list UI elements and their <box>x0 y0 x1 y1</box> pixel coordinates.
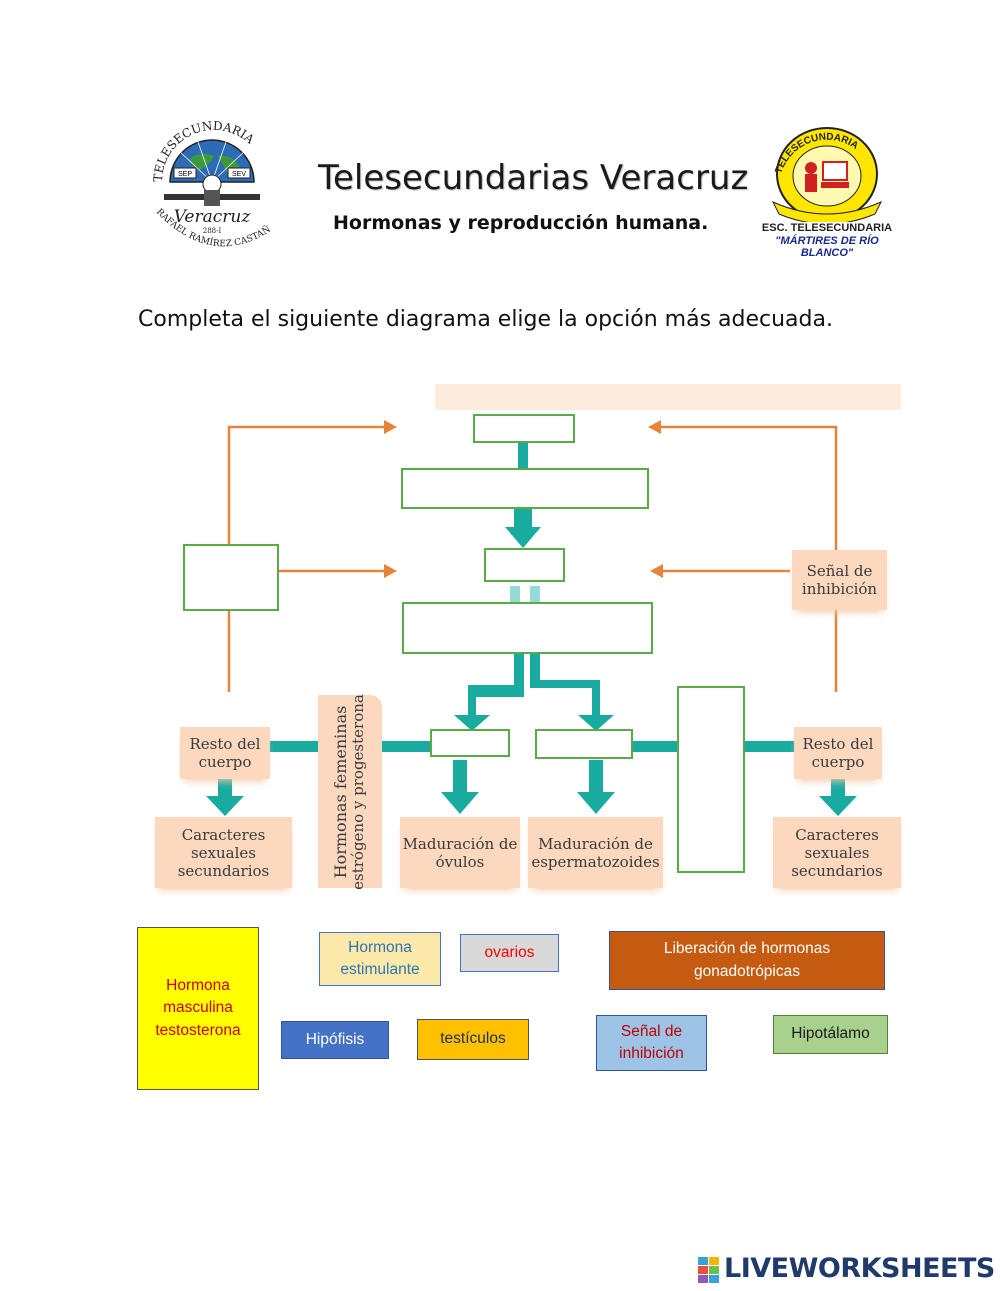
blank-box-testicles[interactable] <box>535 729 633 759</box>
page-title: Telesecundarias Veracruz <box>318 158 749 198</box>
blank-box-stimulating-hormone[interactable] <box>402 602 653 654</box>
arrowhead-left-mid <box>650 564 663 578</box>
school-name-line2: "MÁRTIRES DE RÍO BLANCO" <box>775 235 879 259</box>
school-logo: TELESECUNDARIA <box>763 122 891 250</box>
option-testosterone[interactable]: Hormona masculina testosterona <box>137 927 259 1090</box>
teal-stem-2 <box>514 507 532 527</box>
teal-bar-4 <box>742 741 794 752</box>
teal-bar-2 <box>382 741 430 752</box>
option-gonadotropic-release[interactable]: Liberación de hormonas gonadotrópicas <box>609 931 885 990</box>
school-emblem-icon: TELESECUNDARIA <box>771 127 883 225</box>
option-hypothalamus[interactable]: Hipotálamo <box>773 1015 888 1054</box>
liveworksheets-brand[interactable]: LIVEWORKSHEETS <box>724 1253 995 1284</box>
page-subtitle: Hormonas y reproducción humana. <box>333 212 709 234</box>
female-hormones-label: Hormonas femeninas estrógeno y progester… <box>318 693 382 890</box>
sperm-maturation-label: Maduración de espermatozoides <box>528 817 663 888</box>
svg-text:288-I: 288-I <box>203 227 222 235</box>
telesecundaria-seal-icon: TELESECUNDARIA SEP SEV Veracruz 288-I RA… <box>144 113 273 249</box>
svg-text:SEP: SEP <box>178 171 192 178</box>
blank-box-male-hormone[interactable] <box>677 686 745 873</box>
option-inhibition-signal[interactable]: Señal de inhibición <box>596 1015 707 1071</box>
blank-box-ovaries[interactable] <box>430 729 510 757</box>
teal-bar-1 <box>270 741 318 752</box>
secondary-characters-left: Caracteres sexuales secundarios <box>155 817 292 888</box>
female-hormones-line1: Hormonas femeninas <box>331 705 351 878</box>
option-pituitary[interactable]: Hipófisis <box>281 1021 389 1059</box>
blank-box-pituitary[interactable] <box>484 548 565 582</box>
secondary-characters-right: Caracteres sexuales secundarios <box>773 817 901 888</box>
instruction-text: Completa el siguiente diagrama elige la … <box>138 307 833 332</box>
school-name-line1: ESC. TELESECUNDARIA <box>761 222 893 234</box>
teal-stem-1 <box>518 442 528 468</box>
blank-box-release[interactable] <box>401 468 649 509</box>
svg-text:SEV: SEV <box>232 171 246 178</box>
teal-arrow-sperm <box>577 792 615 814</box>
option-stimulating-hormone[interactable]: Hormona estimulante <box>319 932 441 986</box>
option-testicles[interactable]: testículos <box>417 1019 529 1060</box>
inhibition-signal-label: Señal de inhibición <box>792 550 887 610</box>
female-hormones-line2: estrógeno y progesterona <box>349 693 368 890</box>
teal-bar-3 <box>630 741 678 752</box>
diagram-top-band <box>435 384 901 410</box>
blank-box-hypothalamus[interactable] <box>473 414 575 443</box>
teal-arrow-1 <box>505 527 541 548</box>
telesecundaria-logo: TELESECUNDARIA SEP SEV Veracruz 288-I RA… <box>144 113 276 258</box>
svg-text:Veracruz: Veracruz <box>174 207 252 227</box>
arrowhead-right-mid <box>384 564 397 578</box>
blank-box-inhibition-left[interactable] <box>183 544 279 611</box>
liveworksheets-logo-icon <box>698 1257 719 1283</box>
option-ovaries[interactable]: ovarios <box>460 934 559 972</box>
rest-of-body-left: Resto del cuerpo <box>180 727 270 779</box>
arrowhead-left-top <box>648 420 661 434</box>
teal-arrow-rest-left <box>206 796 244 816</box>
ovule-maturation-label: Maduración de óvulos <box>400 817 520 888</box>
teal-branch-right <box>530 652 614 731</box>
teal-branch-left <box>454 652 524 731</box>
teal-arrow-ovule <box>441 792 479 814</box>
rest-of-body-right: Resto del cuerpo <box>794 727 882 779</box>
teal-arrow-rest-right <box>819 796 857 816</box>
arrowhead-right-top <box>384 420 397 434</box>
